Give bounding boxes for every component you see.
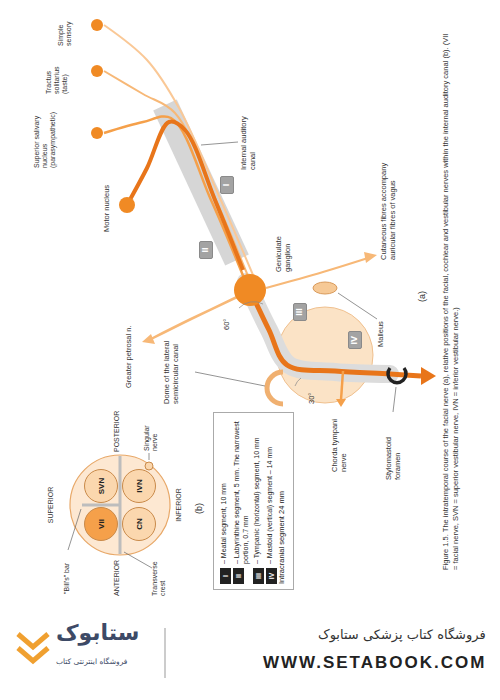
segment-row: III – Tympanic (horizontal) segment, 10 m… [253,418,264,584]
segment-description: – Labyrinthine segment, 5 mm. The narrow… [233,418,251,564]
orientation-label: INFERIOR [175,488,183,521]
angle-arc [295,378,301,386]
watermark-url: WWW.SETABOOK.COM [263,653,486,673]
nucleus-label: Superior salivary nucleus (parasympathet… [33,96,57,168]
figure-text-layer: IIIIIIIVSVNVIIIVNCNI– Meatal segment, 10… [25,0,485,600]
structure-label: Malleus [377,321,386,347]
leader-line [393,387,396,412]
orientation-label: SUPERIOR [47,487,55,524]
nucleus-circle [119,197,135,213]
canal-cross-section [70,455,170,555]
semicircular-canal-dome [267,372,283,404]
logo-subtitle: فروشگاه اینترنتی کتاب [56,658,127,667]
structure-label: Dome of the lateral semicircular canal [163,336,180,404]
leader-line [195,372,265,386]
watermark-text: فروشگاه کتاب پزشکی ستابوک [318,628,486,643]
nerve-abbreviation: CN [135,518,144,530]
structure-label: Geniculate ganglion [275,226,292,272]
arrowhead [421,367,436,385]
nucleus-label: Tractus solitarius (taste) [45,48,69,94]
nucleus-circle [91,127,103,139]
segment-number: I [222,181,232,189]
segment-description: – Mastoid (vertical) segment – 14 mm [266,418,275,564]
orientation-label: ANTERIOR [113,560,121,596]
nerve-circle: CN [122,507,156,541]
leader-line [68,509,81,550]
geniculate-ganglion [234,274,266,306]
separator-line [165,628,166,678]
segment-box: I [220,176,234,194]
nucleus-circle [91,19,103,31]
chorda-tympani [341,371,343,400]
malleus-shape [313,282,337,294]
nerve-abbreviation: SVN [97,478,106,494]
segment-number: III [253,568,264,584]
figure-caption: Figure 1.5. The intratemporal course of … [441,30,461,570]
structure-label: Stylomastoid foramen [385,414,402,480]
stylomastoid-foramen [388,368,406,383]
angle-label: 60° [223,319,232,330]
secretomotor-fibres [104,116,244,278]
segment-row: IV – Mastoid (vertical) segment – 14 mm [266,418,277,584]
nerve-abbreviation: VII [97,519,106,529]
segment-description: – Meatal segment, 10 mm [220,418,229,564]
greater-petrosal-nerve [151,297,237,339]
structure-label: Transverse crest [151,556,167,596]
segment-description: – Tympanic (horizontal) segment, 10 mm [253,418,262,564]
segment-box: II [199,241,213,259]
panel-label: (b) [194,503,204,514]
segment-number: IV [350,336,360,345]
segment-row: I – Meatal segment, 10 mm [220,418,231,584]
structure-label: Singular nerve [143,407,159,451]
logo-chevron [18,648,48,661]
nucleus-label: Motor nucleus [103,185,112,232]
logo-text: ستابوک [56,620,139,645]
motor-fibres [127,122,243,270]
nucleus-circle [91,65,103,77]
leader-line [149,453,150,460]
nerve-label: Cutaneous fibres accompany auricular fib… [380,148,397,260]
arrowhead [364,252,377,263]
rotated-figure: IIIIIIIVSVNVIIIVNCNI– Meatal segment, 10… [25,0,485,600]
orientation-label: POSTERIOR [113,411,121,452]
nerve-circle: IVN [122,469,156,503]
panel-label: (a) [417,291,427,302]
angle-label: 30° [308,393,317,404]
nerve-circle: VII [84,507,118,541]
sensory-fibres [104,25,253,275]
segment-number: I [220,568,231,584]
segment-box: III [293,303,307,321]
segment-box: IV [348,331,362,350]
segment-number: IV [266,568,277,584]
leader-line [124,552,152,568]
segment-table: I – Meatal segment, 10 mm II – Labyrinthine… [213,412,294,590]
logo-chevron [18,634,48,647]
arrowhead [336,399,346,407]
nerve-abbreviation: IVN [135,479,144,492]
structure-label: Internal auditory canal [240,98,257,170]
arrowhead [142,334,155,344]
nerve-label: Chorda tympani nerve [331,410,348,472]
angle-arc [239,302,263,308]
nerve-label: Greater petrosal n. [125,325,134,388]
segment-number: III [295,308,305,316]
segment-number: II [233,568,244,584]
nerve-circle: SVN [84,469,118,503]
leader-line [201,142,238,145]
table-heading: Intracranial segment 24 mm [277,418,286,584]
segment-row: II – Labyrinthine segment, 5 mm. The narr… [233,418,251,584]
singular-nerve [145,462,153,470]
leader-line [338,293,377,319]
facial-nerve-trunk [250,290,421,376]
structure-label: "Bill's" bar [63,563,71,594]
nucleus-label: Simple sensory [57,4,73,46]
segment-number: II [201,246,211,254]
